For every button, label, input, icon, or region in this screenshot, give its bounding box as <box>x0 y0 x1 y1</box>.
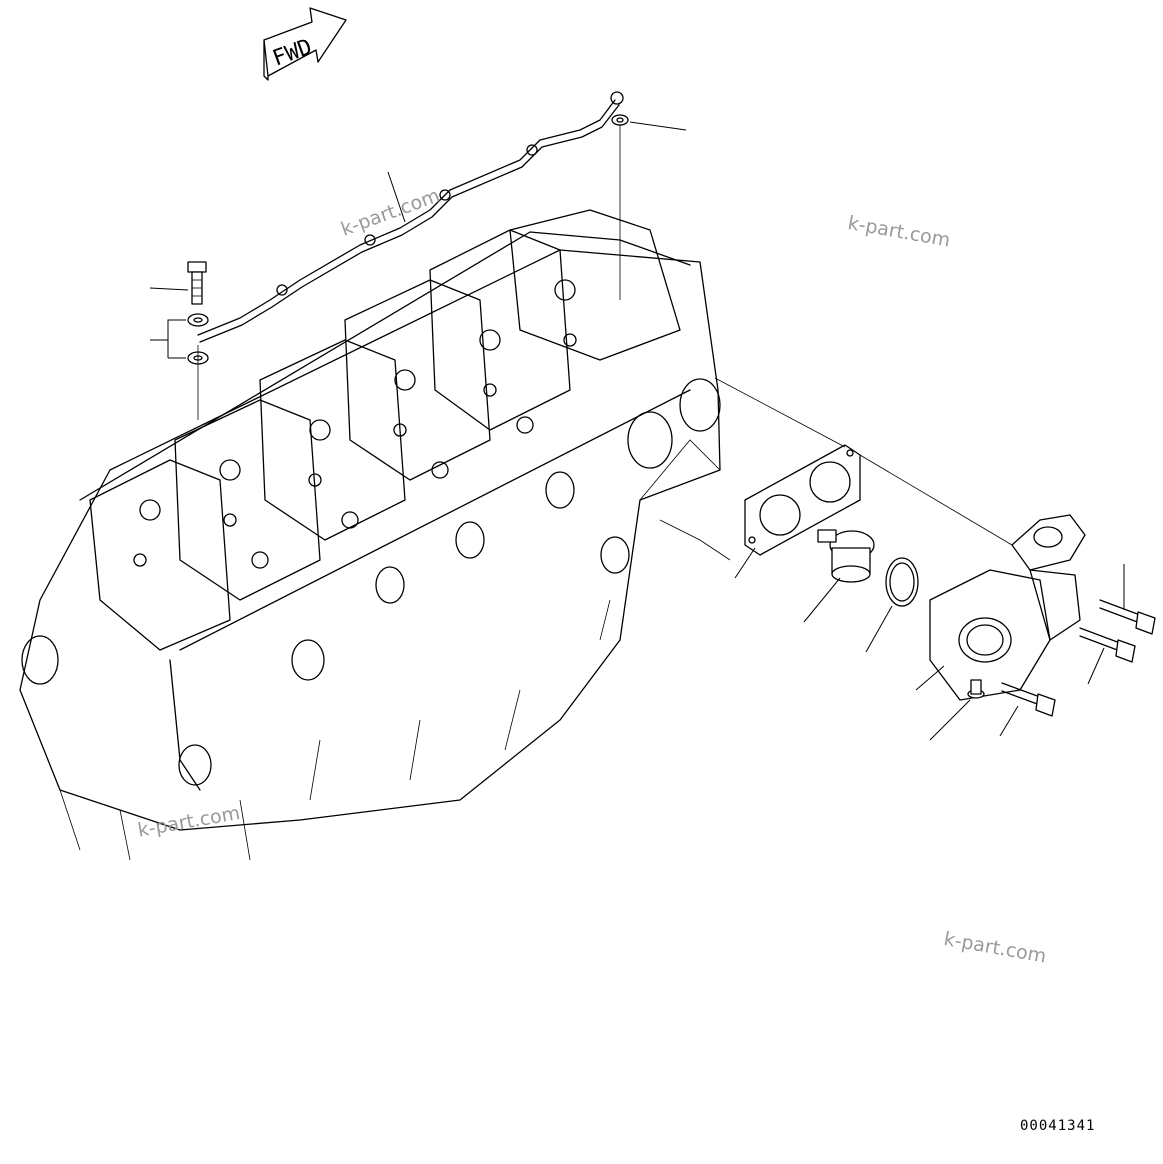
drawing-number: 00041341 <box>1020 1118 1096 1134</box>
bolt-3 <box>1001 682 1056 717</box>
fwd-arrow: FWD <box>263 7 347 81</box>
bolt-1 <box>1099 599 1156 635</box>
cylinder-sections <box>89 209 681 651</box>
drain-plug <box>967 679 985 699</box>
cylinder-head <box>19 209 731 861</box>
banjo-bolt <box>187 261 207 305</box>
housing-bolts <box>967 599 1156 717</box>
assembly-lines <box>197 125 1013 546</box>
head-bosses <box>133 279 577 569</box>
bolt-2 <box>1079 627 1136 663</box>
thermostat-housing <box>929 514 1086 701</box>
o-ring <box>885 557 919 607</box>
engine-block-lower <box>59 439 731 861</box>
fuel-line <box>197 91 624 343</box>
thermostat <box>817 529 875 583</box>
intake-ports <box>21 378 721 786</box>
leader-lines <box>149 121 1125 741</box>
thermostat-gasket <box>744 444 861 556</box>
